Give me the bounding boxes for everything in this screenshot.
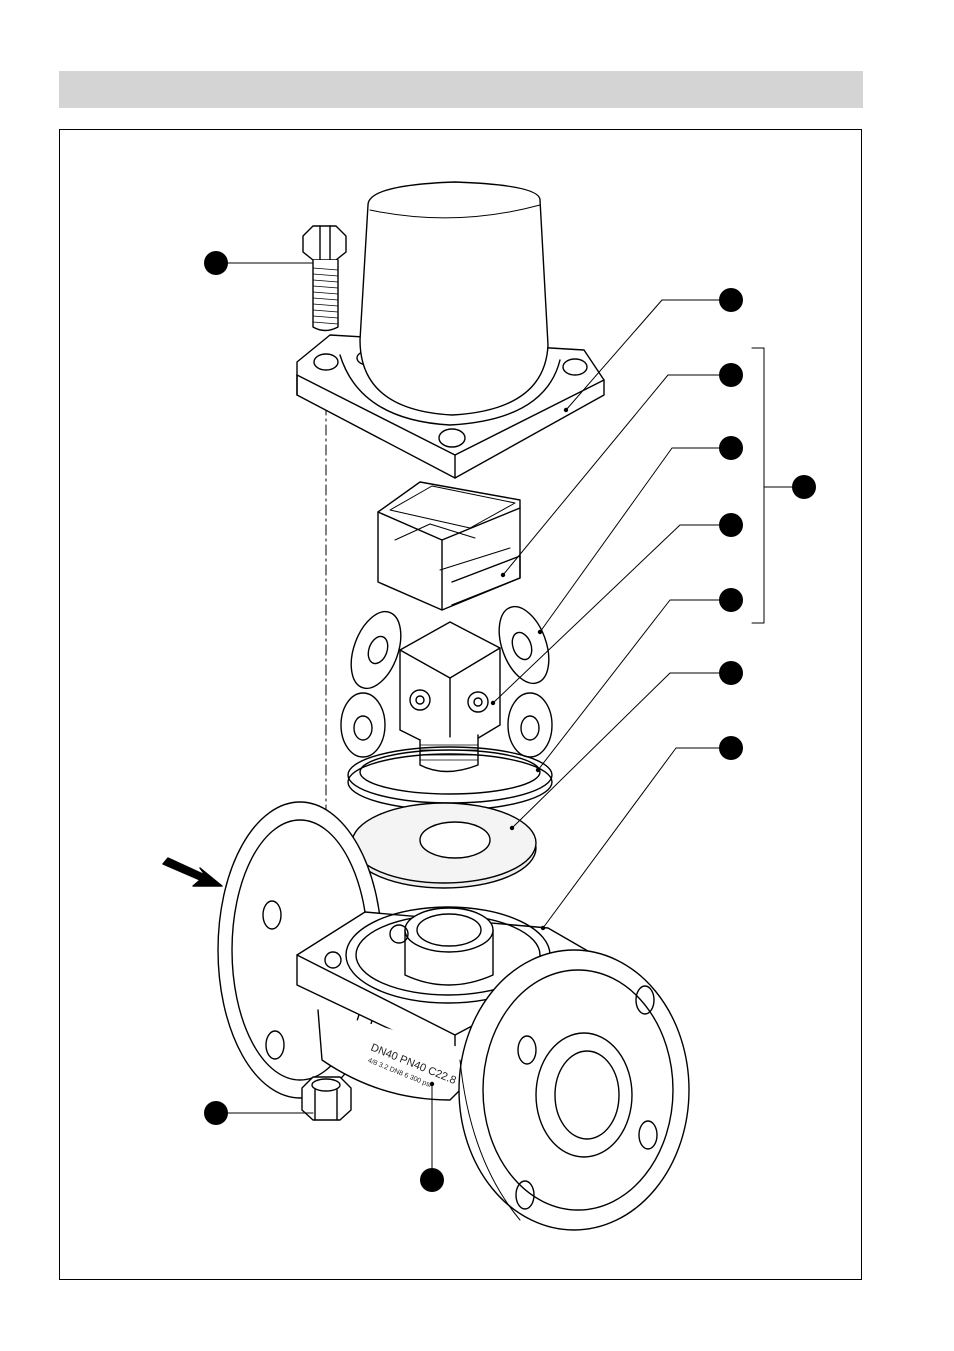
- cube-part: [399, 621, 501, 773]
- nut-part: [301, 1076, 352, 1121]
- cover-part: [296, 181, 605, 479]
- small-discs: [350, 605, 550, 690]
- strainer-insert-part: [377, 481, 521, 611]
- leader-lines: [215, 262, 805, 1181]
- lower-discs: [340, 692, 553, 758]
- filter-plate-part: [351, 802, 537, 889]
- callout-markers: [204, 251, 816, 1192]
- callout-cover: [719, 288, 743, 312]
- callout-bolt: [204, 251, 228, 275]
- callout-group-bracket: [792, 475, 816, 499]
- header-band: [59, 71, 863, 108]
- anchor-dots: [429, 407, 569, 1087]
- callout-seat-gasket: [719, 588, 743, 612]
- callout-diaphragm-disc-2: [719, 513, 743, 537]
- callout-body-gasket: [719, 736, 743, 760]
- callout-strainer-insert: [719, 363, 743, 387]
- callout-diaphragm-disc-1: [719, 436, 743, 460]
- callout-nut: [204, 1101, 228, 1125]
- figure-frame: [59, 129, 862, 1280]
- bolt-part: [302, 225, 347, 332]
- flow-direction-arrow-icon: [162, 857, 223, 887]
- callout-valve-body: [420, 1168, 444, 1192]
- valve-body-part: [217, 801, 690, 1231]
- callout-filter-plate: [719, 661, 743, 685]
